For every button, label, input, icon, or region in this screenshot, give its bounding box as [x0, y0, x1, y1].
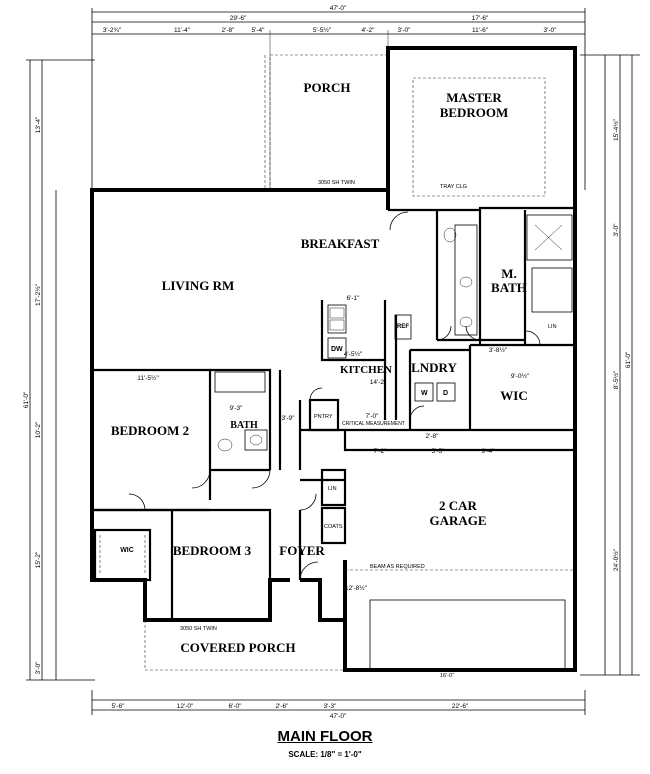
plan-title: MAIN FLOOR — [277, 728, 373, 745]
dim-left-segments: 13'-4" 17'-2½" 10'-2" 15'-2" 3'-0" — [34, 116, 42, 674]
room-label-garage-line2: GARAGE — [429, 513, 486, 528]
dimension-label: 12'-0" — [177, 703, 194, 710]
exterior-walls — [90, 46, 577, 672]
room-label-bedroom3: BEDROOM 3 — [173, 543, 252, 558]
dimension-label: 7'-2" — [374, 448, 388, 455]
pntry-label: PNTRY — [314, 414, 333, 420]
dimension-label: 9'-4" — [482, 448, 496, 455]
room-label-kitchen: KITCHEN — [340, 364, 392, 376]
dimension-label: 11'-5½" — [137, 374, 159, 382]
dimension-label: 15'-2" — [35, 551, 42, 568]
fixtures — [99, 77, 575, 671]
dimension-label: 3'-3" — [324, 703, 338, 710]
dimension-label: 3'-9" — [282, 415, 296, 422]
dimension-label: 3'-0" — [398, 27, 412, 34]
dimension-label: 9'-3" — [230, 405, 244, 412]
dimension-label: 24'-0½" — [612, 548, 620, 571]
fixture-labels: TRAY CLG DW REF PNTRY W D LIN LIN COATS … — [180, 180, 557, 679]
dimension-label: 7'-0" — [366, 413, 380, 420]
room-label-master-bedroom-line1: MASTER — [446, 90, 502, 105]
door-swings — [128, 211, 541, 581]
room-label-m-bath-line2: BATH — [491, 280, 527, 295]
dimension-label: 11'-4" — [174, 27, 191, 34]
room-label-covered-porch: COVERED PORCH — [180, 640, 295, 655]
dimension-labels: 47'-0" 29'-6" 17'-6" 3'-2¾" 11'-4" 2'-8" 5'… — [23, 5, 632, 720]
dimension-label: 6'-1" — [347, 295, 361, 302]
dimension-label: 9'-0½" — [511, 372, 530, 380]
dim-top-right: 17'-6" — [472, 15, 489, 22]
room-label-living-rm: LIVING RM — [162, 278, 235, 293]
plan-scale: SCALE: 1/8" = 1'-0" — [288, 750, 362, 759]
dimension-label: 6'-0" — [229, 703, 243, 710]
twin-window-top-label: 3050 SH TWIN — [318, 180, 355, 186]
interior-walls — [92, 206, 575, 620]
room-label-garage-line1: 2 CAR — [439, 498, 478, 513]
room-label-porch: PORCH — [304, 80, 351, 95]
dimension-label: 13'-4" — [35, 116, 42, 133]
garage-door-label: 16'-0" — [440, 673, 454, 679]
room-labels: PORCH MASTER BEDROOM BREAKFAST LIVING RM… — [111, 80, 528, 655]
dimension-label: 15'-4½" — [612, 118, 620, 141]
dimension-label: 10'-2" — [35, 421, 42, 438]
dim-interior: 6'-1" 4'-5½" 14'-2" 11'-5½" 9'-3" 3'-9" 7'-0" 7… — [137, 295, 530, 592]
dimension-label: 2'-6" — [276, 703, 290, 710]
dimension-label: 3'-0" — [544, 27, 558, 34]
tray-clg-label: TRAY CLG — [440, 184, 467, 190]
dimension-label: 4'-2" — [362, 27, 376, 34]
room-label-breakfast: BREAKFAST — [301, 236, 380, 251]
washer-label: W — [421, 390, 428, 397]
dimension-label: 12'-8½" — [345, 584, 368, 592]
critical-measurement-label: CRITICAL MEASUREMENT — [342, 421, 405, 427]
dimension-label: 17'-2½" — [34, 283, 42, 306]
dim-right-segments: 15'-4½" 3'-0" 8'-5½" 24'-0½" — [612, 118, 620, 571]
ref-label: REF — [397, 324, 409, 330]
room-label-wic-bed3: WIC — [120, 547, 134, 554]
dimension-label: 5'-4" — [252, 27, 266, 34]
dw-label: DW — [331, 346, 343, 353]
dimension-label: 14'-2" — [370, 379, 387, 386]
dimension-label: 3'-0" — [613, 223, 620, 237]
lin-label-master: LIN — [548, 324, 557, 330]
room-label-m-bath-line1: M. — [501, 266, 517, 281]
room-label-foyer: FOYER — [279, 543, 325, 558]
dryer-label: D — [443, 390, 448, 397]
room-label-wic-master: WIC — [500, 388, 527, 403]
twin-window-bottom-label: 3050 SH TWIN — [180, 626, 217, 632]
dim-left-total: 61'-0" — [23, 391, 30, 408]
room-label-lndry: LNDRY — [411, 360, 457, 375]
beam-label: BEAM AS REQUIRED — [370, 564, 425, 570]
dimension-label: 5'-5½" — [313, 26, 332, 34]
dim-top-left: 29'-6" — [230, 15, 247, 22]
lin-label-hall: LIN — [328, 486, 337, 492]
coats-label: COATS — [324, 524, 343, 530]
dimension-label: 3'-8½" — [489, 346, 508, 354]
dim-bottom-total: 47'-0" — [330, 713, 347, 720]
dim-bottom-segments: 5'-6" 12'-0" 6'-0" 2'-6" 3'-3" 22'-6" — [112, 703, 469, 710]
dim-top-segments: 3'-2¾" 11'-4" 2'-8" 5'-4" 5'-5½" 4'-2" 3'-0" 11… — [103, 26, 557, 34]
room-label-bath: BATH — [230, 420, 258, 431]
dimension-label: 4'-5½" — [344, 350, 363, 358]
room-label-bedroom2: BEDROOM 2 — [111, 423, 189, 438]
dimension-label: 2'-8" — [426, 433, 440, 440]
dimension-label: 5'-5" — [432, 448, 446, 455]
dimension-lines — [26, 8, 640, 715]
dim-top-total: 47'-0" — [330, 5, 347, 12]
dimension-label: 8'-5½" — [612, 370, 620, 389]
dimension-label: 22'-6" — [452, 703, 469, 710]
dimension-label: 2'-8" — [222, 27, 236, 34]
dimension-label: 5'-6" — [112, 703, 126, 710]
dimension-label: 3'-2¾" — [103, 27, 122, 34]
dim-right-total: 61'-0" — [625, 351, 632, 368]
dimension-label: 3'-0" — [35, 661, 42, 675]
dimension-label: 11'-6" — [472, 27, 489, 34]
room-label-master-bedroom-line2: BEDROOM — [440, 105, 509, 120]
